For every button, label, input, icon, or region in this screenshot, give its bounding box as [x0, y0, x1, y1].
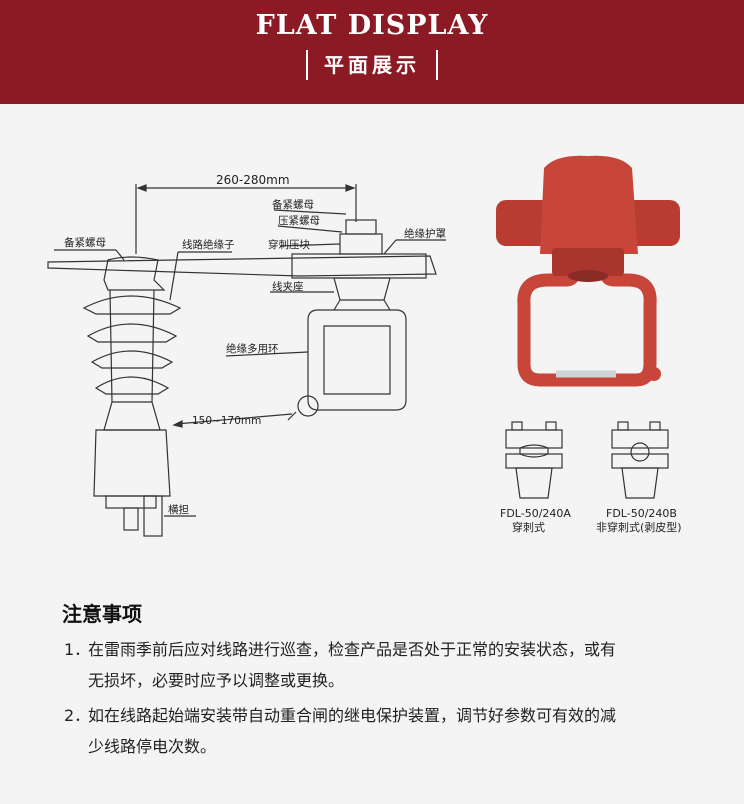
note-text-line1: 如在线路起始端安装带自动重合闸的继电保护装置，调节好参数可有效的减 [88, 706, 617, 725]
technical-diagram: 260-280mm 备紧螺母 线路绝缘子 备紧螺母 压紧螺母 穿刺压块 绝缘护罩… [47, 155, 682, 537]
dim-arrow-left [136, 184, 147, 192]
label-line-insulator: 线路绝缘子 [182, 238, 235, 251]
line-drawing [47, 184, 446, 537]
product-ring-eye [647, 367, 661, 381]
multi-ring-inner [323, 325, 391, 395]
variant-labels: FDL-50/240A 穿刺式 FDL-50/240B 非穿刺式(剥皮型) [500, 507, 682, 534]
leader-pierce [279, 243, 341, 247]
note-number: 1． [64, 640, 91, 659]
label-cross-arm: 横担 [168, 503, 189, 516]
insulator-shed-3 [90, 350, 174, 369]
label-backup-nut-top: 备紧螺母 [272, 198, 314, 211]
label-backup-nut-left: 备紧螺母 [64, 236, 106, 249]
cross-arm [143, 495, 163, 537]
product-photo [496, 155, 680, 387]
insulator-base [93, 429, 171, 497]
variant-b-top-block [611, 429, 669, 449]
press-nut-body [339, 233, 383, 255]
insulator-shed-4 [94, 376, 170, 395]
label-pierce-block: 穿刺压块 [268, 238, 310, 251]
insulator-flange [105, 495, 157, 509]
product-clamp-seat [552, 248, 624, 276]
header-title: FLAT DISPLAY [255, 10, 489, 41]
header-subtitle: 平面展示 [306, 50, 438, 80]
variant-b-model: FDL-50/240B [606, 507, 677, 520]
variant-a-mid [505, 453, 563, 469]
diagram-labels: 260-280mm 备紧螺母 线路绝缘子 备紧螺母 压紧螺母 穿刺压块 绝缘护罩… [64, 173, 446, 516]
label-clamp-seat: 线夹座 [272, 280, 304, 293]
variant-b-type: 非穿刺式(剥皮型) [596, 520, 682, 534]
dim-arrow-right [345, 184, 356, 192]
variant-b-stem [621, 467, 659, 499]
header-banner: FLAT DISPLAY 平面展示 [0, 0, 744, 104]
multi-ring-outer [307, 309, 407, 411]
variant-a-stem [515, 467, 553, 499]
label-insulation-cover: 绝缘护罩 [404, 227, 446, 240]
product-body-right [624, 200, 680, 246]
variant-a-type: 穿刺式 [512, 520, 545, 534]
note-text-line2: 少线路停电次数。 [88, 737, 217, 756]
product-seat-hole [568, 270, 608, 282]
product-ring [517, 255, 657, 387]
conductor-wire [47, 255, 437, 277]
label-press-nut: 压紧螺母 [278, 215, 320, 227]
product-body-top [540, 155, 638, 254]
variant-a-top-block [505, 429, 563, 449]
variant-b-wire-hole [630, 442, 650, 462]
ring-eye [297, 395, 319, 417]
nut-top [345, 219, 377, 235]
insulator-shed-1 [82, 295, 182, 315]
span-label: 260-280mm [216, 173, 290, 187]
leader-ring [225, 351, 309, 357]
variant-b-bolt-right [649, 421, 661, 431]
product-body-left [496, 200, 552, 246]
insulator-shed-2 [86, 323, 178, 343]
variant-a-teeth [519, 444, 549, 458]
leader-backup-nut-top [273, 209, 347, 215]
leader-reach [175, 413, 293, 425]
variant-drawings [505, 421, 669, 499]
insulator-neck [103, 401, 161, 431]
insulator-top [103, 256, 166, 291]
variant-b-bolt-left [617, 421, 629, 431]
variant-a-model: FDL-50/240A [500, 507, 571, 520]
clamp-seat [333, 277, 391, 301]
variant-a-bolt-right [545, 421, 557, 431]
insulator-stud [123, 507, 139, 531]
note-item-1: 1．在雷雨季前后应对线路进行巡查，检查产品是否处于正常的安装状态，或有 无损坏，… [64, 634, 704, 696]
leader-press-nut [277, 225, 343, 233]
note-text-line2: 无损坏，必要时应予以调整或更换。 [88, 671, 345, 690]
note-text-line1: 在雷雨季前后应对线路进行巡查，检查产品是否处于正常的安装状态，或有 [88, 640, 617, 659]
variant-a-bolt-left [511, 421, 523, 431]
note-number: 2． [64, 706, 91, 725]
insulator-core-right [151, 289, 155, 403]
notes-title: 注意事项 [62, 602, 142, 626]
note-item-2: 2．如在线路起始端安装带自动重合闸的继电保护装置，调节好参数可有效的减 少线路停… [64, 700, 704, 762]
label-reach: 150~170mm [192, 415, 261, 427]
insulator-core-left [109, 289, 113, 403]
label-multi-ring: 绝缘多用环 [226, 342, 279, 355]
